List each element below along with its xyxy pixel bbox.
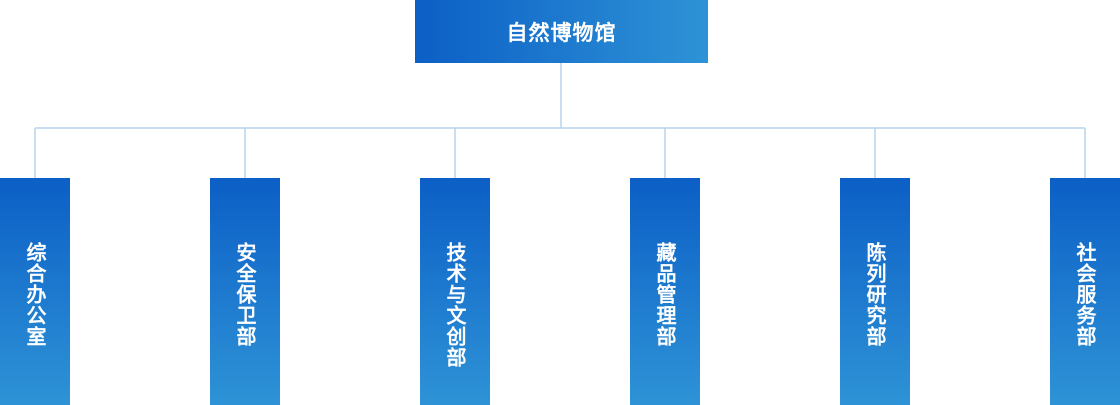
department-label: 社会服务部 <box>1073 242 1097 347</box>
department-label: 技术与文创部 <box>443 242 467 368</box>
department-label: 综合办公室 <box>23 242 47 347</box>
department-node: 藏品管理部 <box>630 178 700 405</box>
department-node: 技术与文创部 <box>420 178 490 405</box>
department-label: 安全保卫部 <box>233 242 257 347</box>
department-label: 陈列研究部 <box>863 242 887 347</box>
root-node: 自然博物馆 <box>415 0 708 63</box>
department-node: 安全保卫部 <box>210 178 280 405</box>
root-node-label: 自然博物馆 <box>506 20 617 45</box>
department-label: 藏品管理部 <box>653 242 677 347</box>
department-node: 社会服务部 <box>1050 178 1120 405</box>
department-node: 陈列研究部 <box>840 178 910 405</box>
department-node: 综合办公室 <box>0 178 70 405</box>
